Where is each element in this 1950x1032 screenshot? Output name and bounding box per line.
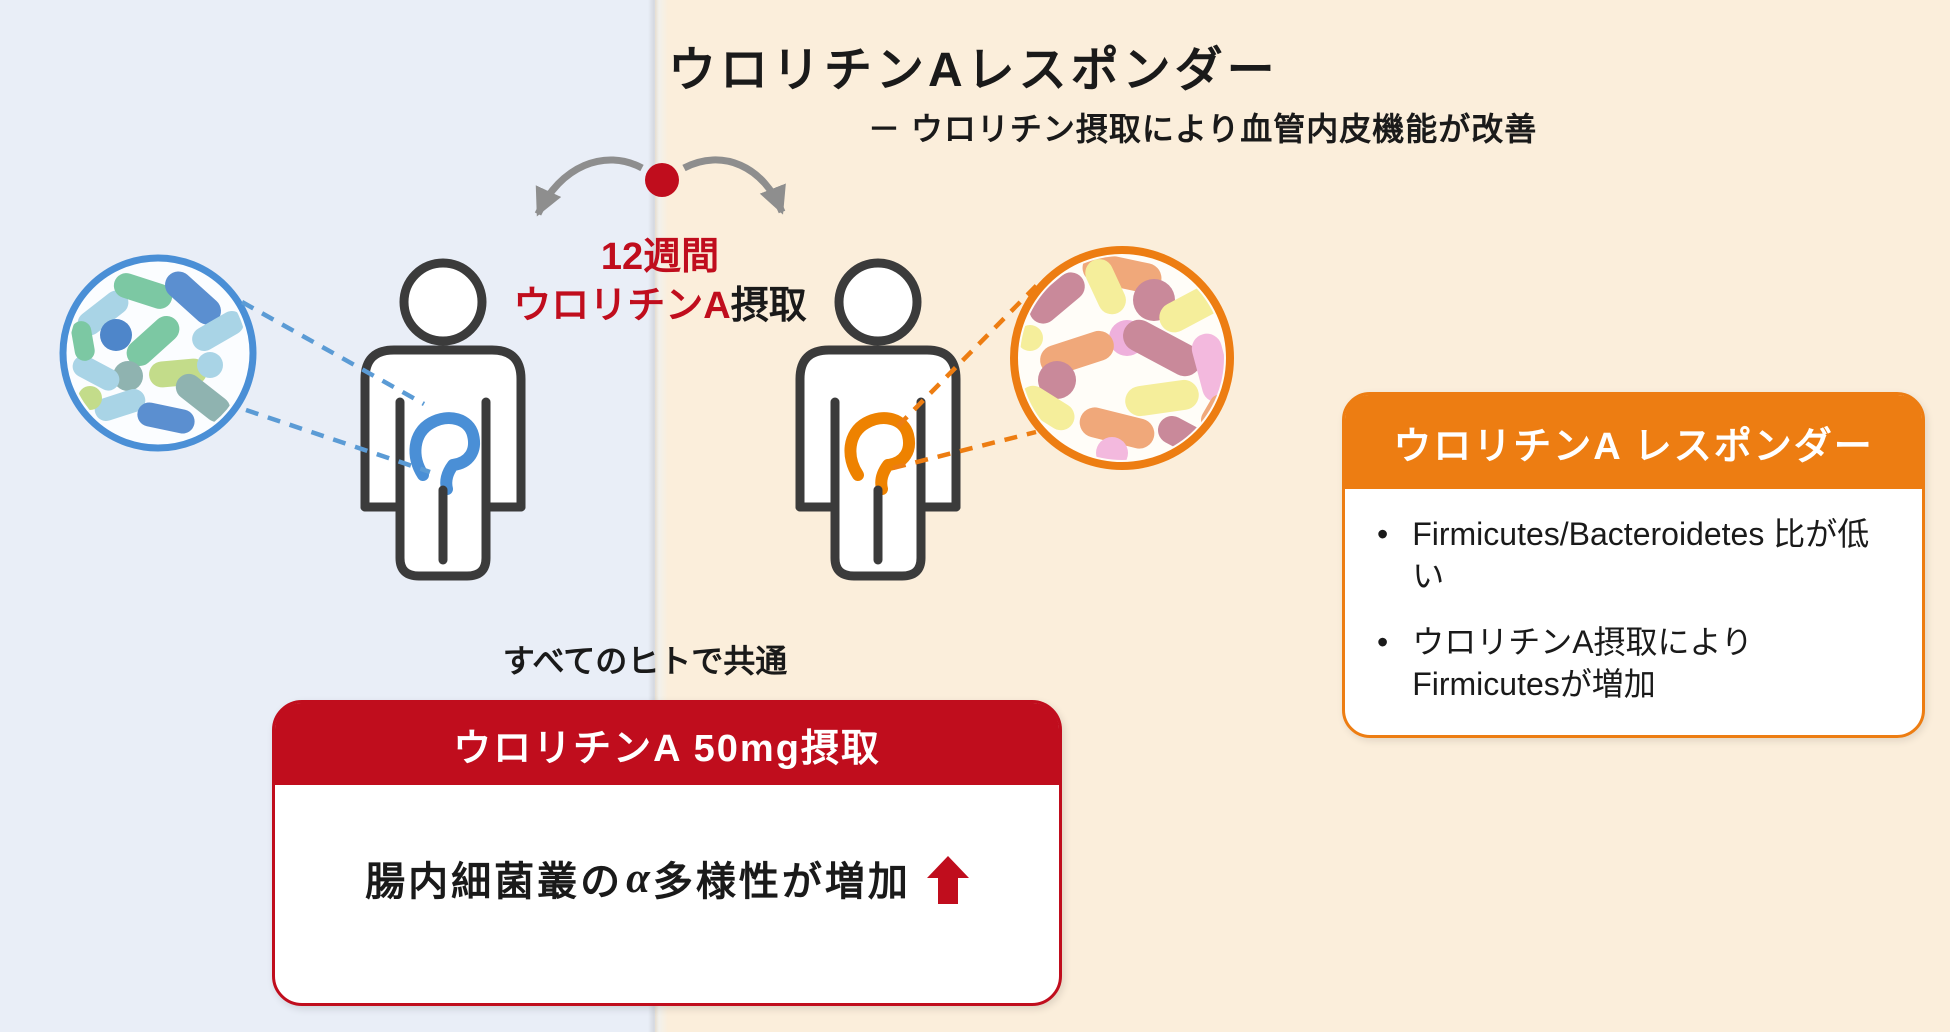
responder-box-header: ウロリチンA レスポンダー: [1345, 395, 1922, 489]
treatment-label: 12週間 ウロリチンA摂取: [450, 233, 870, 331]
alpha-symbol: α: [626, 854, 650, 902]
responder-bullet-2: • ウロリチンA摂取によりFirmicutesが増加: [1373, 621, 1884, 705]
page-subtitle: － ウロリチン摂取により血管内皮機能が改善: [868, 111, 1538, 147]
curved-arrow-right-icon: [682, 156, 786, 215]
responder-bullet-1-text: Firmicutes/Bacteroidetes 比が低い: [1412, 516, 1870, 594]
responder-bullet-2-text: ウロリチンA摂取によりFirmicutesが増加: [1412, 624, 1753, 702]
treatment-duration: 12週間: [600, 236, 720, 278]
alpha-diversity-text-suffix: 多様性が増加: [652, 860, 911, 904]
responder-box-body: • Firmicutes/Bacteroidetes 比が低い • ウロリチンA…: [1345, 489, 1922, 705]
page-title: ウロリチンAレスポンダー: [668, 44, 1279, 97]
treatment-arrows: [534, 156, 786, 217]
curved-arrow-left-icon: [534, 156, 644, 217]
all-subjects-box-header: ウロリチンA 50mg摂取: [275, 703, 1059, 785]
microbiome-circle-left: [59, 254, 257, 452]
treatment-intake: ウロリチンA摂取: [513, 285, 807, 327]
bullet-dot: •: [1377, 624, 1389, 660]
bacteria-illustration-left: [71, 271, 244, 434]
microbiome-circle-right: [1010, 246, 1234, 470]
bacteria-illustration-right: [1020, 256, 1224, 460]
common-label: すべてのヒトで共通: [502, 643, 788, 679]
alpha-diversity-text-prefix: 腸内細菌叢の: [365, 860, 624, 904]
up-arrow-icon: [926, 856, 969, 904]
responder-bullet-1: • Firmicutes/Bacteroidetes 比が低い: [1373, 513, 1884, 597]
bullet-dot: •: [1377, 516, 1389, 552]
red-dot-icon: [645, 163, 679, 197]
responder-box: ウロリチンA レスポンダー • Firmicutes/Bacteroidetes…: [1342, 392, 1925, 738]
